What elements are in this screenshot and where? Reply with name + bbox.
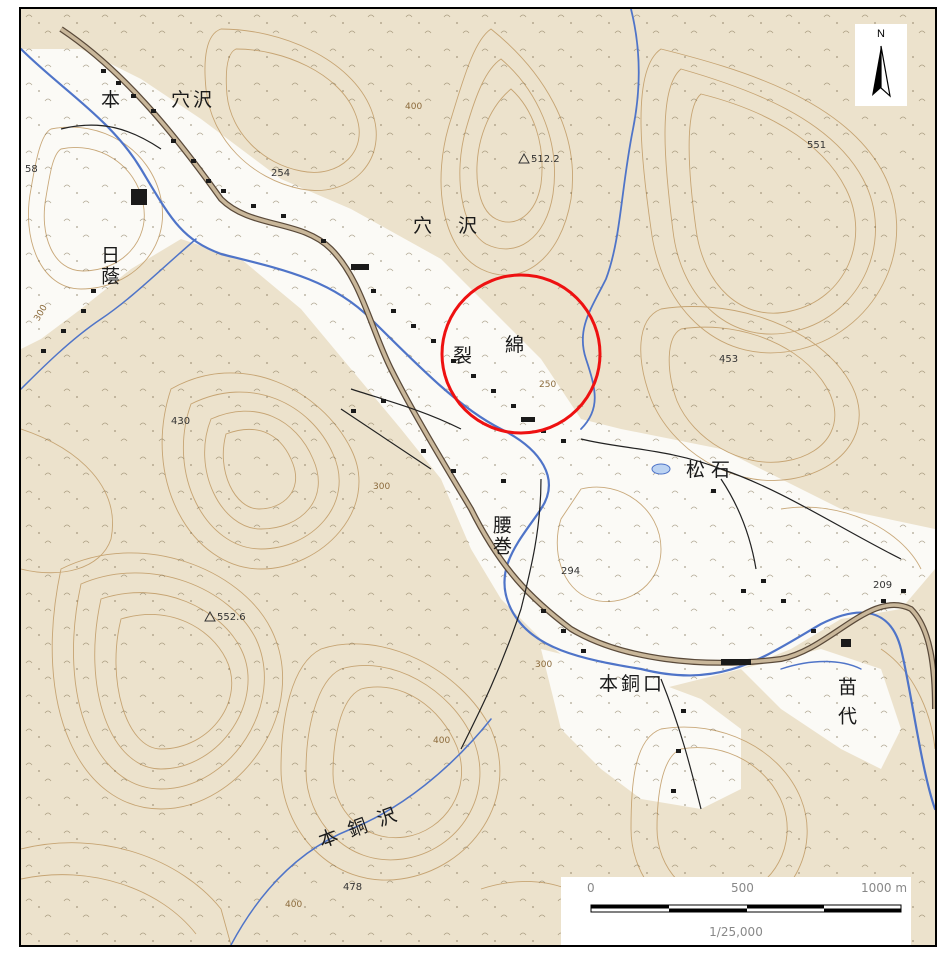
north-arrow-icon <box>872 45 891 98</box>
topographic-map[interactable]: 穴沢 穴沢 日蔭 本 綿 裂 松石 腰巻 本銅口 苗代 本銅沢 512.2 55… <box>19 7 937 947</box>
scale-tick-0: 0 <box>587 881 595 895</box>
pond <box>651 463 671 475</box>
contour-label-400b: 400 <box>433 736 451 746</box>
elevation-453: 453 <box>719 354 739 365</box>
scale-bar-graphic <box>590 904 902 913</box>
place-label-anazawa-nw: 穴沢 <box>171 89 216 111</box>
elevation-551: 551 <box>807 140 827 151</box>
place-label-matsuishi: 松石 <box>686 459 737 481</box>
place-label-anazawa: 穴沢 <box>413 215 504 237</box>
elevation-430: 430 <box>171 416 191 427</box>
place-label-nae-shiro: 苗代 <box>835 677 857 735</box>
triangulation-points <box>204 152 530 622</box>
highlight-circle <box>440 273 602 435</box>
rivers <box>21 9 935 945</box>
place-label-hikage: 日蔭 <box>98 245 120 287</box>
place-label-kesa: 裂 <box>453 345 476 367</box>
elevation-478: 478 <box>343 882 363 893</box>
scale-bar: 0 500 1000 m 1/25,000 <box>561 877 911 945</box>
elevation-294: 294 <box>561 566 581 577</box>
place-label-koshimaki: 腰巻 <box>490 515 512 557</box>
north-arrow: N <box>855 24 907 106</box>
scale-tick-1000: 1000 m <box>861 881 908 895</box>
contour-label-300c: 300 <box>535 660 553 670</box>
elevation-552: 552.6 <box>217 612 246 623</box>
elevation-512: 512.2 <box>531 154 560 165</box>
scale-tick-500: 500 <box>731 881 754 895</box>
contour-label-400a: 400 <box>405 102 423 112</box>
secondary-roads <box>60 124 902 810</box>
elevation-209: 209 <box>873 580 893 591</box>
elevation-254: 254 <box>271 168 291 179</box>
place-label-motodouguchi: 本銅口 <box>599 673 666 695</box>
buildings <box>41 69 906 793</box>
main-road <box>59 26 935 710</box>
north-label: N <box>877 28 885 40</box>
place-label-kan-left: 本 <box>101 89 124 111</box>
scale-ratio: 1/25,000 <box>709 925 763 939</box>
contour-label-250: 250 <box>539 380 557 390</box>
map-canvas <box>21 9 935 945</box>
contour-label-400c: 400 <box>285 900 303 910</box>
elevation-58: 58 <box>25 164 38 175</box>
contour-label-300b: 300 <box>373 482 391 492</box>
place-label-wata: 綿 <box>505 334 528 356</box>
